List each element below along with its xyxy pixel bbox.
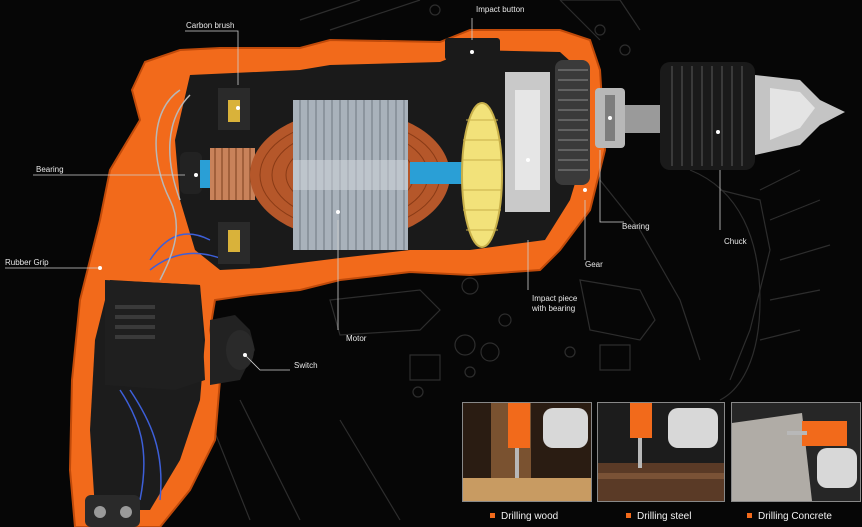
rear-bearing-sleeve (200, 160, 210, 188)
photo-drilling-concrete (731, 402, 861, 502)
caption-text: Drilling Concrete (758, 511, 832, 522)
photo-drilling-wood-art (463, 403, 591, 501)
label-bearing-right: Bearing (622, 222, 650, 231)
commutator (210, 148, 255, 200)
cable-clamp (85, 495, 140, 527)
label-impact-button: Impact button (476, 5, 525, 14)
main-gear (555, 60, 590, 185)
label-impact-piece: Impact piece with bearing (532, 294, 578, 313)
chuck-body (660, 62, 755, 170)
photo-drilling-steel (597, 402, 725, 502)
exploded-parts-lines (209, 0, 831, 521)
caption-drilling-wood: Drilling wood (490, 511, 558, 523)
fan-blades (462, 119, 502, 231)
label-rubber-grip: Rubber Grip (5, 258, 49, 267)
caption-text: Drilling wood (501, 511, 559, 522)
clamp-screw-left (94, 506, 106, 518)
caption-bullet (747, 513, 752, 518)
clamp-screw-right (120, 506, 132, 518)
photo-drilling-wood (462, 402, 592, 502)
switch-vents (115, 305, 155, 339)
caption-bullet (626, 513, 631, 518)
label-gear: Gear (585, 260, 603, 269)
chuck-knurling (671, 66, 743, 166)
label-motor: Motor (346, 334, 367, 343)
callout-lines (5, 18, 721, 371)
wires (119, 233, 226, 501)
grey-wires (155, 89, 191, 281)
commutator-bars (214, 148, 251, 200)
chuck-jaws-highlight (770, 88, 815, 140)
rear-bearing (180, 152, 202, 194)
spindle (625, 105, 660, 133)
label-carbon-brush: Carbon brush (186, 21, 235, 30)
stator-highlight (293, 160, 408, 190)
caption-text: Drilling steel (637, 511, 692, 522)
gear-housing-face (515, 90, 540, 190)
label-bearing-left: Bearing (36, 165, 64, 174)
speed-dial (226, 330, 254, 370)
cooling-fan (461, 102, 503, 248)
caption-drilling-concrete: Drilling Concrete (747, 511, 832, 523)
motor-shaft (410, 162, 470, 184)
caption-drilling-steel: Drilling steel (626, 511, 691, 523)
callout-dots (98, 50, 720, 357)
label-switch: Switch (294, 361, 318, 370)
gear-teeth (558, 69, 588, 171)
photo-drilling-concrete-art (732, 403, 860, 501)
carbon-brush-bottom-contact (228, 230, 240, 252)
carbon-brush-top-contact (228, 100, 240, 122)
label-chuck: Chuck (724, 237, 747, 246)
caption-bullet (490, 513, 495, 518)
photo-drilling-steel-art (598, 403, 724, 501)
impact-button (445, 38, 500, 60)
